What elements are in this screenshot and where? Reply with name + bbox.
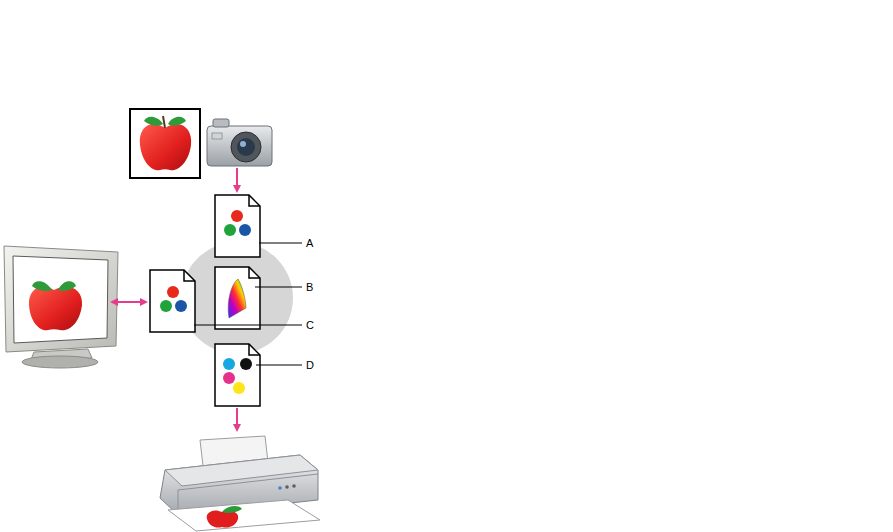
- callout-letter: B: [306, 281, 313, 293]
- callout-letter: A: [306, 237, 313, 249]
- callout-letter: D: [306, 359, 314, 371]
- callout-letter: C: [306, 319, 314, 331]
